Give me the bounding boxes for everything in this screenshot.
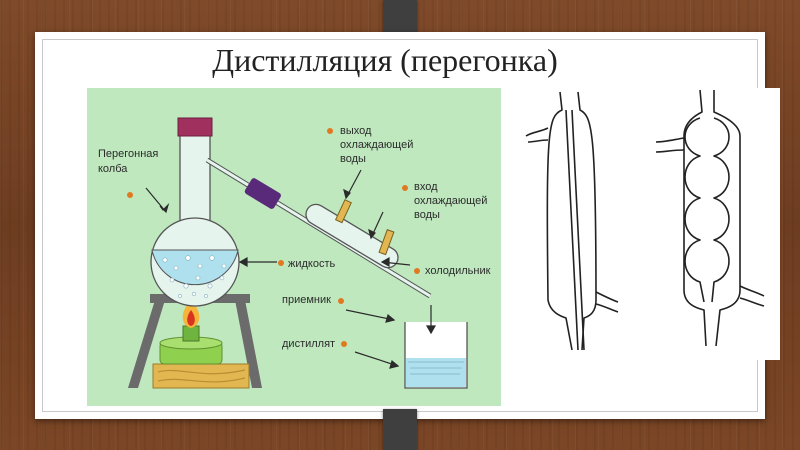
condenser	[305, 203, 399, 269]
label-liquid: жидкость	[288, 258, 336, 270]
liebig-condenser-drawing	[525, 91, 619, 351]
flask-liquid	[151, 249, 239, 286]
label-distillate: дистиллят	[282, 338, 335, 350]
wooden-block	[152, 363, 250, 389]
label-condenser: холодильник	[425, 265, 491, 277]
burner-wick	[182, 325, 200, 342]
flame-icon	[182, 300, 200, 328]
allihn-condenser-drawing	[655, 89, 765, 347]
label-water-out-3: воды	[340, 153, 366, 165]
condenser-drawings-panel	[502, 88, 780, 360]
stand-right-leg	[235, 300, 262, 388]
label-flask-2: колба	[98, 163, 128, 175]
water-in-port	[378, 229, 395, 256]
label-flask-1: Перегонная	[98, 148, 158, 160]
label-water-in-2: охлаждающей	[414, 195, 487, 207]
flask-neck	[179, 127, 211, 229]
marker-dots	[127, 128, 420, 347]
label-water-out-1: выход	[340, 125, 372, 137]
stand-left-leg	[128, 300, 165, 388]
page-title: Дистилляция (перегонка)	[212, 42, 558, 78]
bottom-clip	[383, 409, 417, 450]
tube-joint	[244, 178, 281, 209]
bubble-icon	[162, 255, 227, 298]
label-water-out-2: охлаждающей	[340, 139, 413, 151]
label-water-in-1: вход	[414, 181, 438, 193]
label-receiver: приемник	[282, 294, 331, 306]
label-water-in-3: воды	[414, 209, 440, 221]
distillate-liquid	[406, 358, 466, 387]
water-out-port	[334, 199, 352, 224]
flask-stopper	[177, 117, 213, 137]
